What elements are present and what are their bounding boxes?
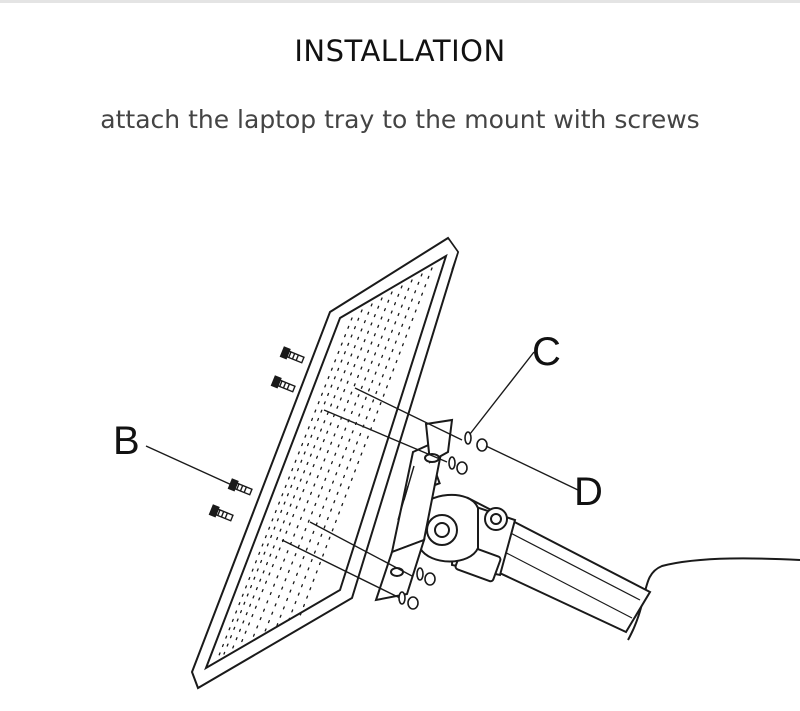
top-divider xyxy=(0,0,800,3)
leader-c xyxy=(469,351,535,435)
page-subtitle: attach the laptop tray to the mount with… xyxy=(100,105,700,134)
screw-b-2 xyxy=(270,375,296,393)
callout-leaders xyxy=(145,351,579,491)
callout-d: D xyxy=(574,470,603,514)
callout-b: B xyxy=(113,419,140,463)
laptop-tray xyxy=(190,236,460,690)
leader-b xyxy=(145,445,235,487)
nut-d-4 xyxy=(407,596,419,610)
desk-edge xyxy=(627,557,800,641)
washer-c-3 xyxy=(416,567,424,581)
washer-c-1 xyxy=(464,431,472,445)
tray-vent-holes xyxy=(217,267,433,659)
nut-d-3 xyxy=(424,572,436,586)
tray-front-face xyxy=(204,253,448,671)
nut-d-2 xyxy=(456,461,468,475)
leader-d xyxy=(485,445,579,491)
screw-b-3 xyxy=(227,478,253,496)
page-title: INSTALLATION xyxy=(294,34,506,68)
washer-c-2 xyxy=(448,456,456,470)
nut-d-1 xyxy=(476,438,488,452)
washer-c-4 xyxy=(398,591,406,605)
screw-b-1 xyxy=(279,346,305,364)
screw-b-4 xyxy=(208,504,234,522)
alignment-guides xyxy=(281,387,463,601)
callout-c: C xyxy=(532,330,561,374)
screws-b xyxy=(208,346,305,522)
washers-and-nuts xyxy=(398,431,488,610)
tilt-pivot-head xyxy=(416,470,479,563)
